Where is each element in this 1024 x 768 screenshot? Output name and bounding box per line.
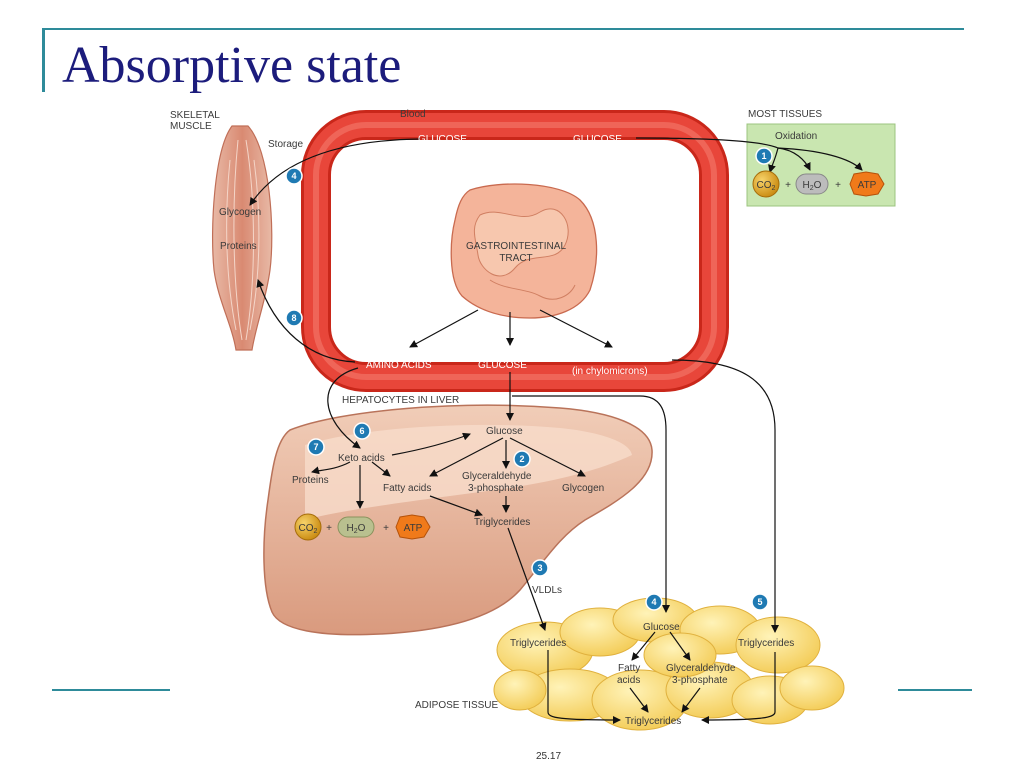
gi-tract-illustration — [450, 183, 598, 319]
liver-keto-acids: Keto acids — [338, 453, 385, 464]
plus-sign: + — [835, 180, 841, 191]
footer-rule-right — [898, 689, 972, 691]
liver-title: HEPATOCYTES IN LIVER — [342, 395, 459, 406]
muscle-glycogen-label: Glycogen — [219, 207, 261, 218]
liver-g3p-line1: Glyceraldehyde — [462, 471, 532, 482]
oxidation-label: Oxidation — [775, 131, 817, 142]
adipose-glucose: Glucose — [643, 622, 680, 633]
liver-glycogen: Glycogen — [562, 483, 604, 494]
step-badge-4-adipose: 4 — [645, 593, 663, 611]
step-badge-7: 7 — [307, 438, 325, 456]
svg-text:4: 4 — [291, 171, 296, 181]
blood-glucose-right: GLUCOSE — [573, 134, 622, 145]
svg-text:1: 1 — [761, 151, 766, 161]
step-badge-2: 2 — [513, 450, 531, 468]
step-badge-1: 1 — [755, 147, 773, 165]
storage-label: Storage — [268, 139, 303, 150]
pathway-arrows — [249, 137, 863, 724]
blood-vessel-ring — [301, 110, 729, 392]
svg-text:6: 6 — [359, 426, 364, 436]
co2-label-tissues: CO2 — [757, 180, 776, 192]
blood-label: Blood — [400, 109, 426, 120]
slide-number: 25.17 — [536, 751, 562, 762]
most-tissues-products: CO2 + H2O + ATP — [752, 170, 885, 198]
gi-tract-label-line2: TRACT — [499, 253, 532, 264]
adipose-g3p-line1: Glyceraldehyde — [666, 663, 736, 674]
svg-text:3: 3 — [537, 563, 542, 573]
adipose-g3p-line2: 3-phosphate — [672, 675, 728, 686]
step-badge-8: 8 — [285, 309, 303, 327]
adipose-tissue — [493, 597, 845, 731]
skeletal-muscle-title-line2: MUSCLE — [170, 121, 212, 132]
step-badge-3: 3 — [531, 559, 549, 577]
liver-illustration — [263, 404, 653, 636]
atp-label-liver: ATP — [404, 523, 423, 534]
svg-text:7: 7 — [313, 442, 318, 452]
adipose-triglycerides-bottom: Triglycerides — [625, 716, 681, 727]
skeletal-muscle-illustration — [211, 125, 273, 351]
adipose-triglycerides-right: Triglycerides — [738, 638, 794, 649]
step-badge-6: 6 — [353, 422, 371, 440]
plus-sign: + — [383, 523, 389, 534]
blood-glucose-bottom: GLUCOSE — [478, 360, 527, 371]
svg-text:5: 5 — [757, 597, 762, 607]
co2-label-liver: CO2 — [299, 523, 318, 535]
title-rule-horizontal — [42, 28, 964, 30]
svg-text:8: 8 — [291, 313, 296, 323]
plus-sign: + — [326, 523, 332, 534]
footer-rule-left — [52, 689, 170, 691]
step-badge-4-muscle: 4 — [285, 167, 303, 185]
liver-fatty-acids: Fatty acids — [383, 483, 431, 494]
liver-g3p-line2: 3-phosphate — [468, 483, 524, 494]
skeletal-muscle-title-line1: SKELETAL — [170, 110, 220, 121]
most-tissues-title: MOST TISSUES — [748, 109, 822, 120]
plus-sign: + — [785, 180, 791, 191]
h2o-label-liver: H2O — [347, 523, 366, 535]
diagram-labels: SKELETAL MUSCLE Blood Storage Glycogen P… — [170, 109, 822, 727]
liver-triglycerides: Triglycerides — [474, 517, 530, 528]
adipose-triglycerides-left: Triglycerides — [510, 638, 566, 649]
step-badge-5: 5 — [751, 593, 769, 611]
blood-triglycerides: TRIGLYCERIDES — [570, 354, 650, 365]
step-badges: 1 4 8 6 7 2 3 4 5 — [285, 147, 773, 611]
liver-proteins: Proteins — [292, 475, 329, 486]
gi-tract-label-line1: GASTROINTESTINAL — [466, 241, 566, 252]
atp-label-tissues: ATP — [858, 180, 877, 191]
adipose-fatty-line1: Fatty — [618, 663, 640, 674]
blood-glucose-left: GLUCOSE — [418, 134, 467, 145]
adipose-fatty-line2: acids — [617, 675, 640, 686]
liver-glucose: Glucose — [486, 426, 523, 437]
svg-text:4: 4 — [651, 597, 656, 607]
muscle-proteins-label: Proteins — [220, 241, 257, 252]
chylomicrons-label: (in chylomicrons) — [572, 366, 648, 377]
slide-title: Absorptive state — [62, 37, 402, 94]
liver-products: CO2 + H2O + ATP — [294, 513, 431, 541]
title-rule-vertical — [42, 28, 45, 92]
adipose-tissue-title: ADIPOSE TISSUE — [415, 700, 499, 711]
vldls-label: VLDLs — [532, 585, 562, 596]
blood-amino-acids: AMINO ACIDS — [366, 360, 432, 371]
svg-text:2: 2 — [519, 454, 524, 464]
h2o-label-tissues: H2O — [803, 180, 822, 192]
